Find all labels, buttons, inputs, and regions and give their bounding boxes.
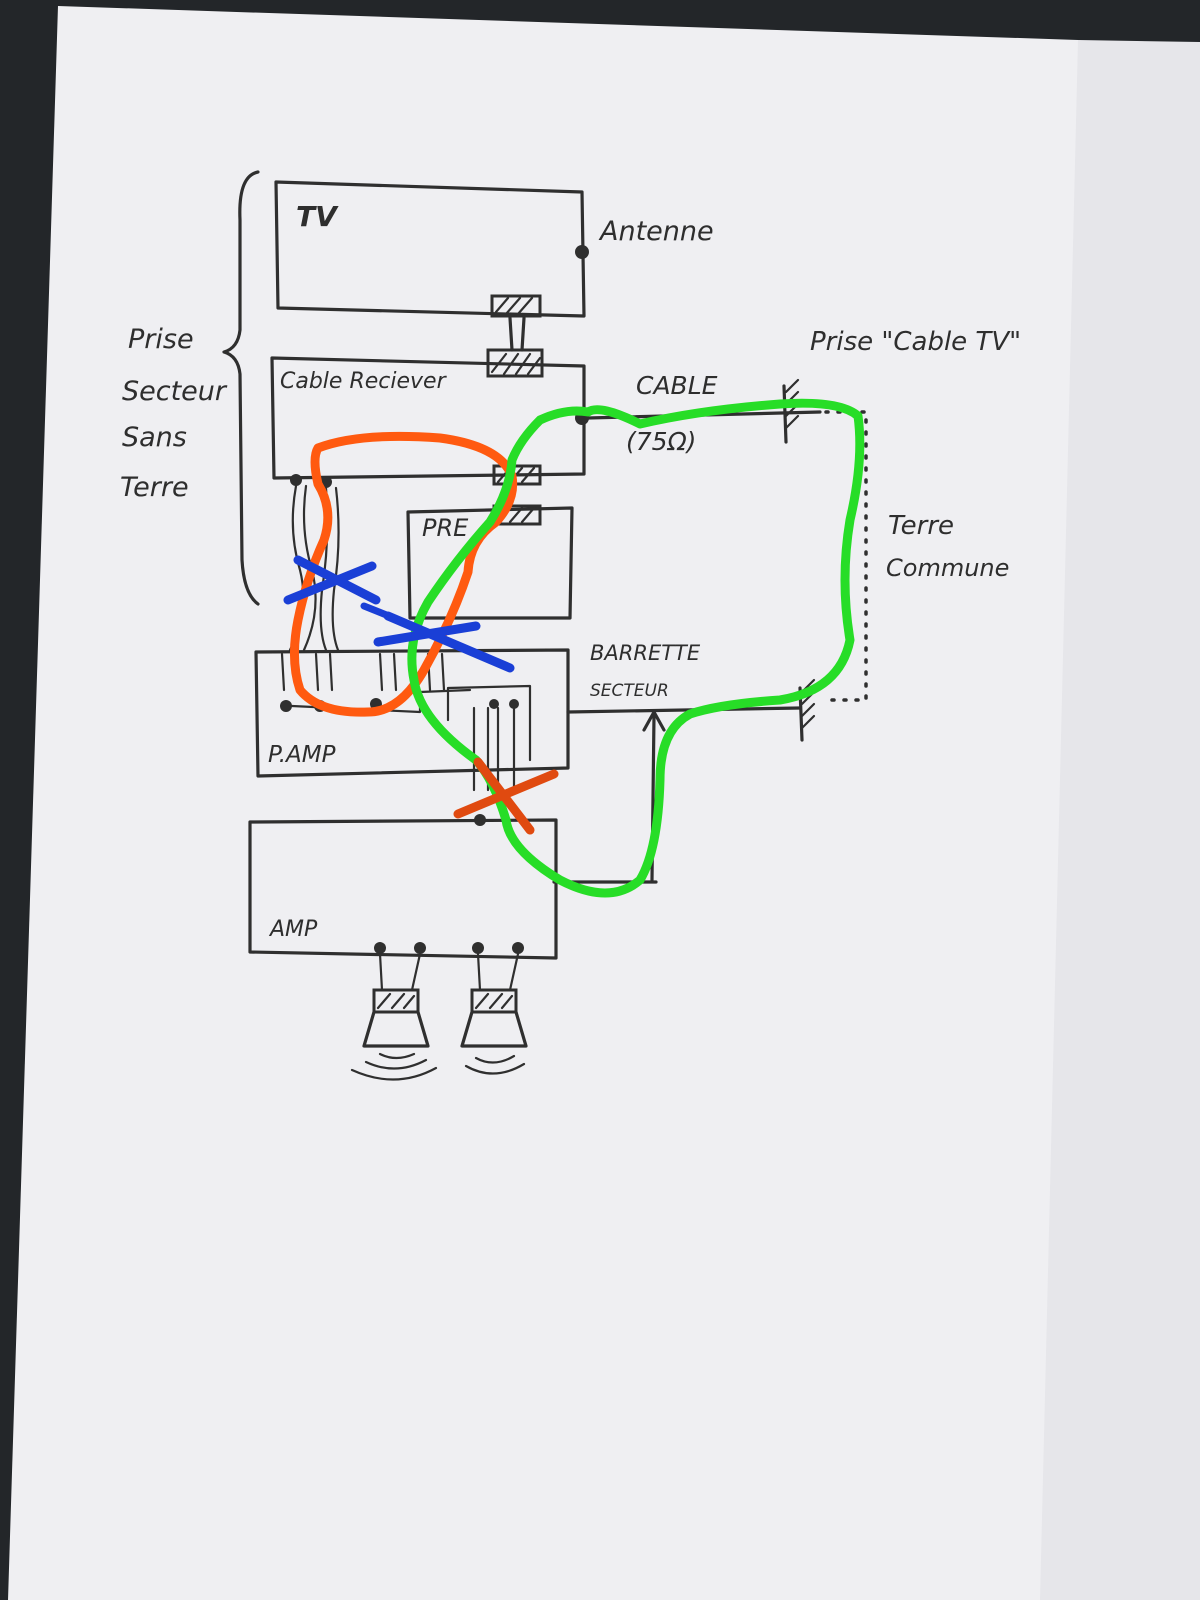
label-commune: Commune: [886, 554, 1009, 582]
label-cable: CABLE: [636, 371, 718, 400]
orange-cross: [453, 757, 559, 835]
label-barrette: BARRETTE: [590, 641, 701, 665]
pre-box: [406, 506, 574, 620]
label-prise-cable-tv: Prise "Cable TV": [810, 327, 1021, 357]
terre-commune-dotted-line: [824, 410, 868, 702]
label-prise-secteur-line-1: Prise: [128, 324, 194, 355]
labels: TV Antenne Prise "Cable TV" CABLE (75Ω) …: [120, 200, 1021, 942]
green-loop: [407, 398, 865, 898]
cable-receiver-box: [270, 356, 586, 480]
label-cable-receiver: Cable Reciever: [280, 369, 448, 394]
ground-symbol-icon: [782, 378, 800, 444]
label-secteur: SECTEUR: [590, 681, 669, 701]
tv-connector: [490, 294, 542, 318]
paper-edge-right: [1040, 40, 1200, 1600]
antenne-connector: [575, 245, 589, 259]
label-antenne: Antenne: [598, 216, 714, 247]
tv-box: [274, 180, 586, 318]
label-terre: Terre: [888, 511, 954, 541]
label-prise-secteur-line-3: Sans: [122, 422, 187, 453]
label-prise-secteur-line-2: Secteur: [122, 376, 228, 407]
speaker-icon: [350, 942, 438, 1081]
blue-link: [360, 602, 398, 622]
blue-cross-2: [373, 611, 515, 673]
label-impedance: (75Ω): [626, 427, 696, 456]
left-brace: [222, 170, 260, 606]
label-amp: AMP: [268, 917, 318, 942]
label-prise-secteur-line-4: Terre: [120, 472, 189, 503]
annotation-overlays: [283, 398, 865, 898]
label-pre: PRE: [422, 514, 469, 542]
label-p-amp: P.AMP: [268, 742, 336, 768]
paper-sheet: [8, 6, 1080, 1600]
blue-cross-1: [283, 555, 381, 605]
speaker-icon: [460, 942, 528, 1075]
amp-box: [248, 818, 558, 960]
label-tv: TV: [296, 200, 339, 233]
